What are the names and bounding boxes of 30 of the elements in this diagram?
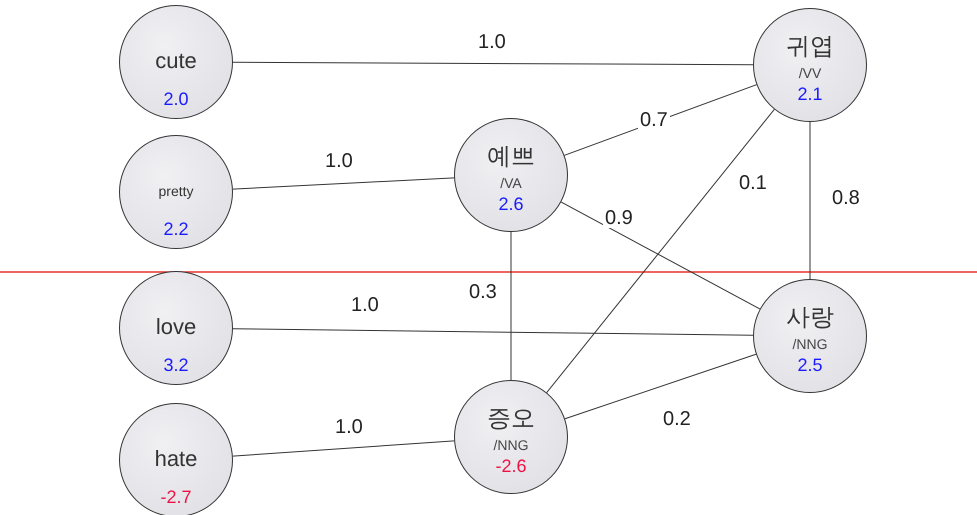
score-value: -2.6 — [495, 457, 527, 475]
pos-tag: /NNG — [494, 438, 528, 452]
pos-tag: /VA — [500, 176, 522, 190]
score-value: 2.5 — [797, 356, 823, 374]
pos-tag: /NNG — [792, 337, 828, 351]
score-value: 2.2 — [163, 220, 189, 238]
connector-line — [232, 62, 754, 66]
connector-line — [560, 202, 760, 310]
word-label: love — [156, 316, 196, 338]
word-label: 증오 — [487, 407, 535, 431]
word-label: hate — [154, 448, 198, 470]
score-value: 2.1 — [797, 85, 823, 103]
word-label: 귀엽 — [786, 35, 834, 59]
connector-line — [232, 328, 754, 336]
connector-line — [546, 108, 775, 394]
word-label: cute — [155, 50, 197, 72]
word-label: 사랑 — [786, 306, 834, 330]
score-value: -2.7 — [160, 488, 192, 506]
score-value: 3.2 — [163, 356, 189, 374]
word-label: pretty — [158, 184, 194, 198]
edge-weight-label: 0.9 — [603, 208, 635, 228]
pos-tag: /VV — [798, 66, 822, 80]
word-label: 예쁘 — [487, 145, 535, 169]
connector-line — [510, 232, 512, 380]
connector-line — [564, 354, 756, 420]
score-value: 2.6 — [498, 195, 524, 213]
connector-line — [232, 177, 455, 190]
score-value: 2.0 — [163, 90, 189, 108]
connector-line — [232, 440, 455, 457]
edge-weight-label: 0.7 — [638, 110, 670, 130]
